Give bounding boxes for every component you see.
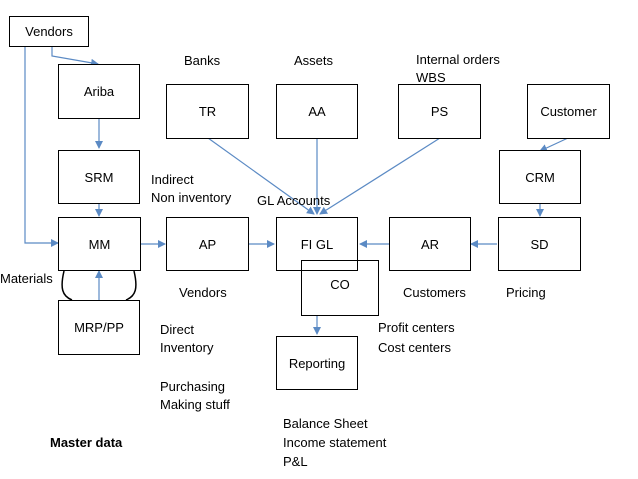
label-non-inventory: Non inventory [151,190,232,205]
label-master-data: Master data [50,435,123,450]
box-customer: Customer [527,84,610,139]
box-ap: AP [166,217,249,271]
label-indirect: Indirect [151,172,194,187]
arrow-ps-figl [319,137,441,215]
label-income-statement: Income statement [283,435,387,450]
label-pl: P&L [283,454,308,469]
label-banks: Banks [184,53,221,68]
label-making-stuff: Making stuff [160,397,230,412]
label-materials: Materials [0,271,53,286]
box-mm: MM [58,217,141,271]
label-inventory: Inventory [160,340,214,355]
box-reporting: Reporting [276,336,358,390]
box-mrp-pp: MRP/PP [58,300,140,355]
label-balance-sheet: Balance Sheet [283,416,368,431]
arrow-tr-figl [207,137,315,215]
label-gl-accounts: GL Accounts [257,193,331,208]
box-ar: AR [389,217,471,271]
arrow-vendors-ariba [51,46,99,67]
label-profit-centers: Profit centers [378,320,455,335]
box-ps: PS [398,84,481,139]
box-sd: SD [498,217,581,271]
label-customers: Customers [403,285,466,300]
mm-mrp-loop [61,270,137,301]
label-wbs: WBS [416,70,446,85]
label-vendors-ap: Vendors [179,285,227,300]
box-crm: CRM [499,150,581,204]
box-vendors: Vendors [9,16,89,47]
label-cost-centers: Cost centers [378,340,451,355]
box-ariba: Ariba [58,64,140,119]
box-fi-gl: FI GL [276,217,358,271]
arrow-customer-crm [539,137,569,152]
label-assets: Assets [294,53,334,68]
label-pricing: Pricing [506,285,546,300]
arrow-vendors-mm [24,46,59,247]
label-internal-orders: Internal orders [416,52,500,67]
label-direct: Direct [160,322,194,337]
box-srm: SRM [58,150,140,204]
box-tr: TR [166,84,249,139]
box-aa: AA [276,84,358,139]
label-purchasing: Purchasing [160,379,226,394]
box-co: CO [301,260,379,316]
